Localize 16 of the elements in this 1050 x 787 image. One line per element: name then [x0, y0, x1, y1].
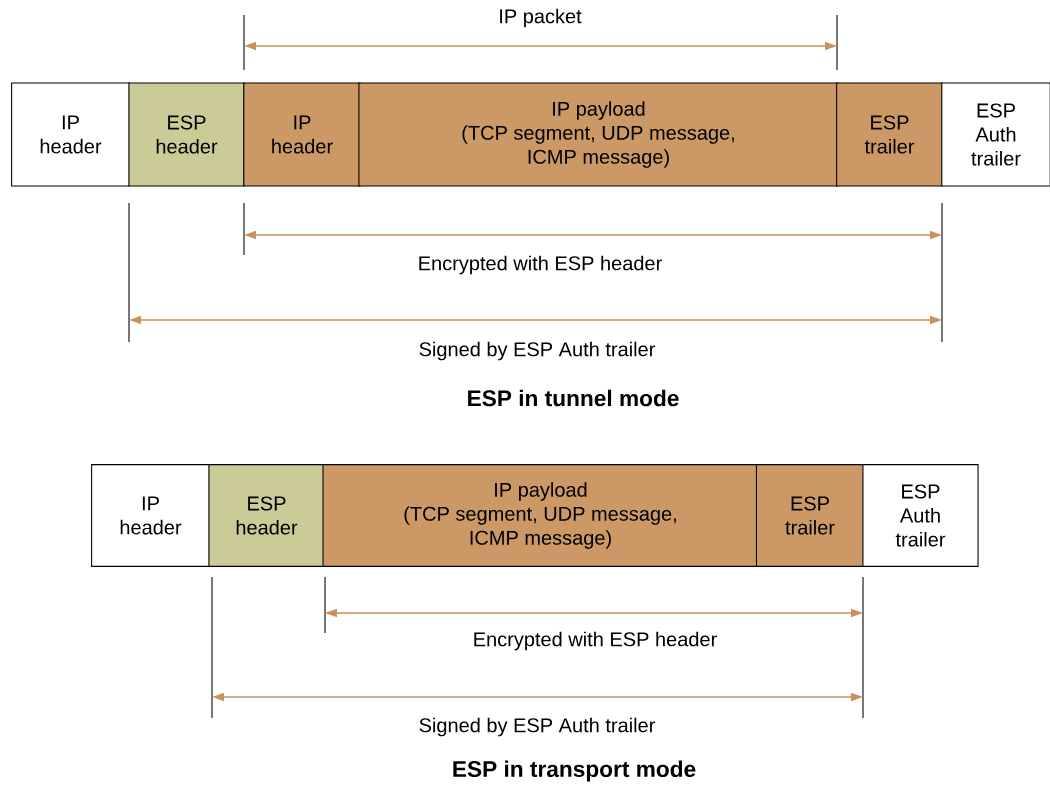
packet-field-box: IP header — [11, 82, 130, 187]
packet-field-box: ESP Auth trailer — [862, 464, 979, 567]
packet-field-box: IP header — [91, 464, 210, 567]
packet-field-box: ESP trailer — [755, 464, 865, 567]
packet-field-box: ESP trailer — [836, 82, 943, 187]
dimension-label: Encrypted with ESP header — [419, 255, 662, 275]
mode-caption: ESP in transport mode — [453, 760, 696, 782]
dimension-label: IP packet — [500, 8, 582, 28]
dimension-label: Signed by ESP Auth trailer — [419, 717, 655, 737]
dimension-label: Signed by ESP Auth trailer — [419, 341, 655, 361]
packet-field-box: ESP header — [208, 464, 325, 567]
packet-field-box: ESP header — [128, 82, 245, 187]
dimension-label: Encrypted with ESP header — [474, 631, 717, 651]
packet-field-box: IP header — [243, 82, 361, 187]
packet-field-box: ESP Auth trailer — [941, 82, 1050, 187]
mode-caption: ESP in tunnel mode — [468, 389, 679, 407]
